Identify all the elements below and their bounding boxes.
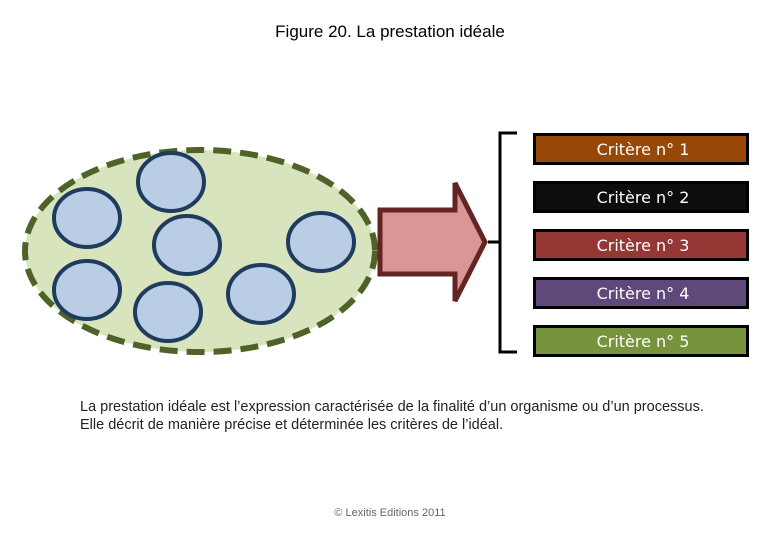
element-circle bbox=[286, 211, 356, 273]
element-circles bbox=[52, 151, 356, 343]
element-circle bbox=[152, 214, 222, 276]
criterion-3: Critère n° 3 bbox=[533, 229, 749, 261]
copyright-text: © Lexitis Editions 2011 bbox=[334, 507, 446, 519]
element-circle bbox=[133, 281, 203, 343]
figure-title: Figure 20. La prestation idéale bbox=[275, 22, 505, 41]
element-circle bbox=[52, 259, 122, 321]
criteria-list: Critère n° 1 Critère n° 2 Critère n° 3 C… bbox=[533, 133, 749, 373]
element-circle bbox=[136, 151, 206, 213]
criterion-2: Critère n° 2 bbox=[533, 181, 749, 213]
criterion-4: Critère n° 4 bbox=[533, 277, 749, 309]
right-arrow-icon bbox=[377, 181, 488, 303]
criterion-5: Critère n° 5 bbox=[533, 325, 749, 357]
description-text: La prestation idéale est l’expression ca… bbox=[80, 399, 704, 433]
element-circle bbox=[52, 187, 122, 249]
criteria-bracket bbox=[488, 131, 517, 354]
element-circle bbox=[226, 263, 296, 325]
criterion-1: Critère n° 1 bbox=[533, 133, 749, 165]
